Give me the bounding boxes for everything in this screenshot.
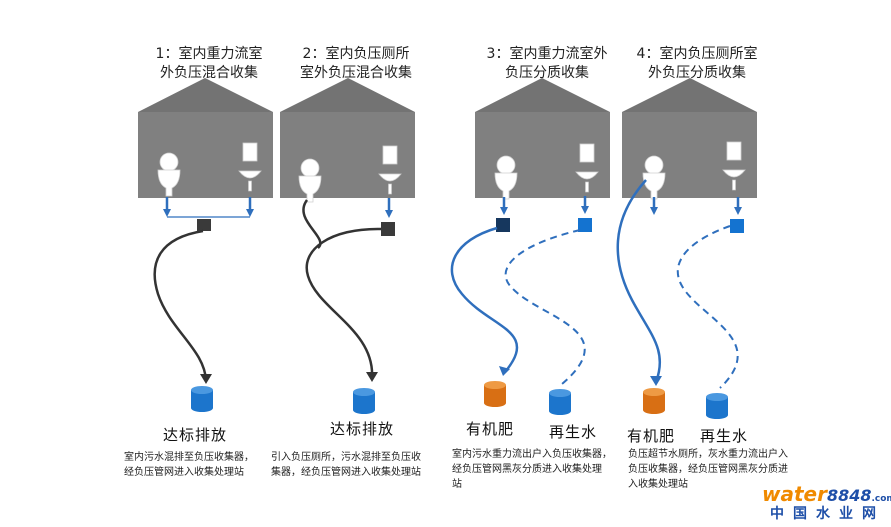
panel-3-title: 3：室内重力流室外负压分质收集: [486, 46, 608, 81]
panel-2-title: 2：室内负压厕所室外负压混合收集: [300, 46, 412, 81]
logo-brand: water: [762, 482, 827, 506]
output-label: 有机肥: [627, 427, 676, 445]
output-label: 再生水: [549, 423, 598, 441]
tank-icon: [643, 388, 665, 414]
negative-pressure-collector: [381, 222, 395, 236]
panel-4-pipes: [616, 179, 744, 419]
output-label: 再生水: [700, 427, 749, 445]
panel-1-title: 1：室内重力流室外负压混合收集: [155, 46, 263, 81]
negative-pressure-collector: [197, 219, 211, 231]
panel-1-description: 室内污水混排至负压收集器，经负压管网进入收集处理站: [124, 452, 254, 478]
tank-icon: [484, 381, 506, 407]
tank-icon: [706, 393, 728, 419]
house-3: [475, 78, 610, 200]
vacuum-pipe: [153, 229, 208, 382]
output-label: 达标排放: [330, 420, 395, 438]
negative-pressure-collector: [730, 219, 744, 233]
logo-suffix: .com: [871, 494, 891, 504]
negative-pressure-collector: [578, 218, 592, 232]
negative-pressure-collector: [496, 218, 510, 232]
black-water-pipe: [616, 179, 662, 383]
output-label: 有机肥: [466, 420, 515, 438]
tank-icon: [549, 389, 571, 415]
house-1: [138, 78, 273, 198]
grey-water-pipe: [676, 225, 739, 389]
house-4: [622, 78, 757, 200]
panel-4-title: 4：室内负压厕所室外负压分质收集: [636, 46, 758, 81]
panel-2-pipes: [302, 198, 395, 414]
house-2: [280, 78, 415, 203]
vacuum-pipe: [302, 199, 322, 249]
logo-number: 8848: [826, 486, 872, 505]
tank-icon: [191, 386, 213, 412]
output-label: 达标排放: [163, 426, 228, 444]
panel-3-pipes: [450, 196, 592, 415]
panel-1-pipes: [153, 197, 254, 412]
logo-subtitle: 中国水业网: [770, 506, 885, 522]
site-logo: water8848.com: [762, 482, 891, 506]
panel-4-description: 负压超节水厕所，灰水重力流出户入负压收集器，经负压管网黑灰分质进入收集处理站: [628, 449, 788, 490]
panel-2-description: 引入负压厕所，污水混排至负压收集器，经负压管网进入收集处理站: [271, 452, 421, 478]
tank-icon: [353, 388, 375, 414]
black-water-pipe: [450, 226, 519, 373]
grey-water-pipe: [504, 229, 586, 385]
vacuum-pipe: [305, 227, 382, 379]
panel-3-description: 室内污水重力流出户入负压收集器，经负压管网黑灰分质进入收集处理站: [452, 449, 612, 490]
